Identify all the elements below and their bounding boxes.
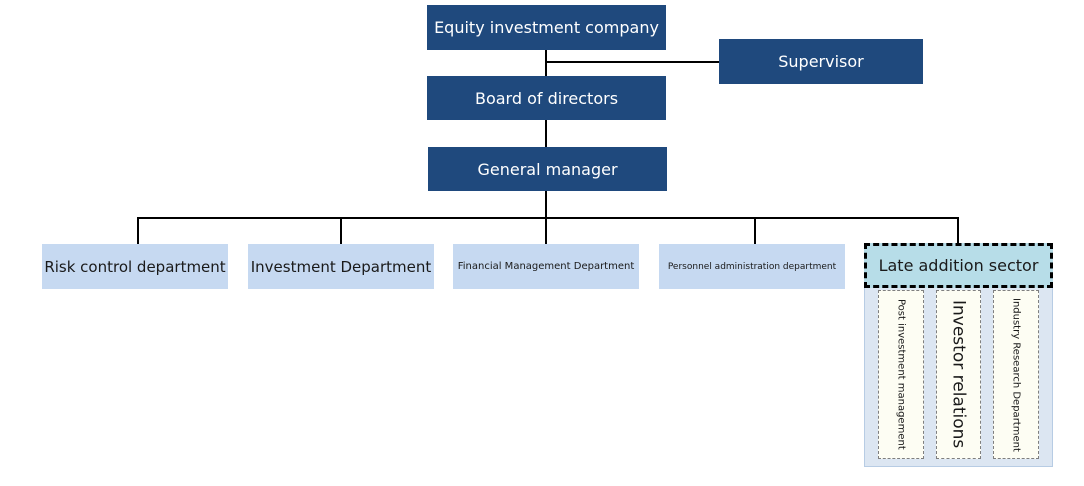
supervisor-box: Supervisor <box>719 39 923 84</box>
general-manager-box: General manager <box>428 147 667 191</box>
connector-financial <box>545 217 547 244</box>
post-investment-management-label: Post investment management <box>895 299 907 450</box>
connector-horizontal-bus <box>137 217 959 219</box>
connector-gm-bus <box>545 190 547 218</box>
connector-company-board <box>545 49 547 77</box>
financial-management-department-label: Financial Management Department <box>457 261 635 272</box>
personnel-administration-department-label: Personnel administration department <box>667 261 837 272</box>
general-manager-label: General manager <box>477 159 618 179</box>
investment-department-box: Investment Department <box>248 244 434 289</box>
industry-research-department-box: Industry Research Department <box>993 290 1039 459</box>
personnel-administration-department-box: Personnel administration department <box>659 244 845 289</box>
equity-investment-company-label: Equity investment company <box>434 18 659 37</box>
post-investment-management-box: Post investment management <box>878 290 924 459</box>
connector-late <box>957 217 959 244</box>
late-addition-sector-box: Late addition sector <box>864 243 1053 288</box>
supervisor-label: Supervisor <box>778 52 864 71</box>
risk-control-department-label: Risk control department <box>44 257 226 276</box>
equity-investment-company-box: Equity investment company <box>427 5 666 50</box>
risk-control-department-box: Risk control department <box>42 244 228 289</box>
connector-board-gm <box>545 119 547 148</box>
connector-supervisor <box>545 61 720 63</box>
connector-risk <box>137 217 139 244</box>
board-of-directors-box: Board of directors <box>427 76 666 120</box>
industry-research-department-label: Industry Research Department <box>1010 297 1022 452</box>
late-addition-sector-label: Late addition sector <box>878 256 1039 275</box>
financial-management-department-box: Financial Management Department <box>453 244 639 289</box>
investor-relations-label: Investor relations <box>948 300 969 449</box>
connector-personnel <box>754 217 756 244</box>
investor-relations-box: Investor relations <box>936 290 981 459</box>
board-of-directors-label: Board of directors <box>474 88 619 108</box>
investment-department-label: Investment Department <box>250 257 432 276</box>
connector-investment <box>340 217 342 244</box>
